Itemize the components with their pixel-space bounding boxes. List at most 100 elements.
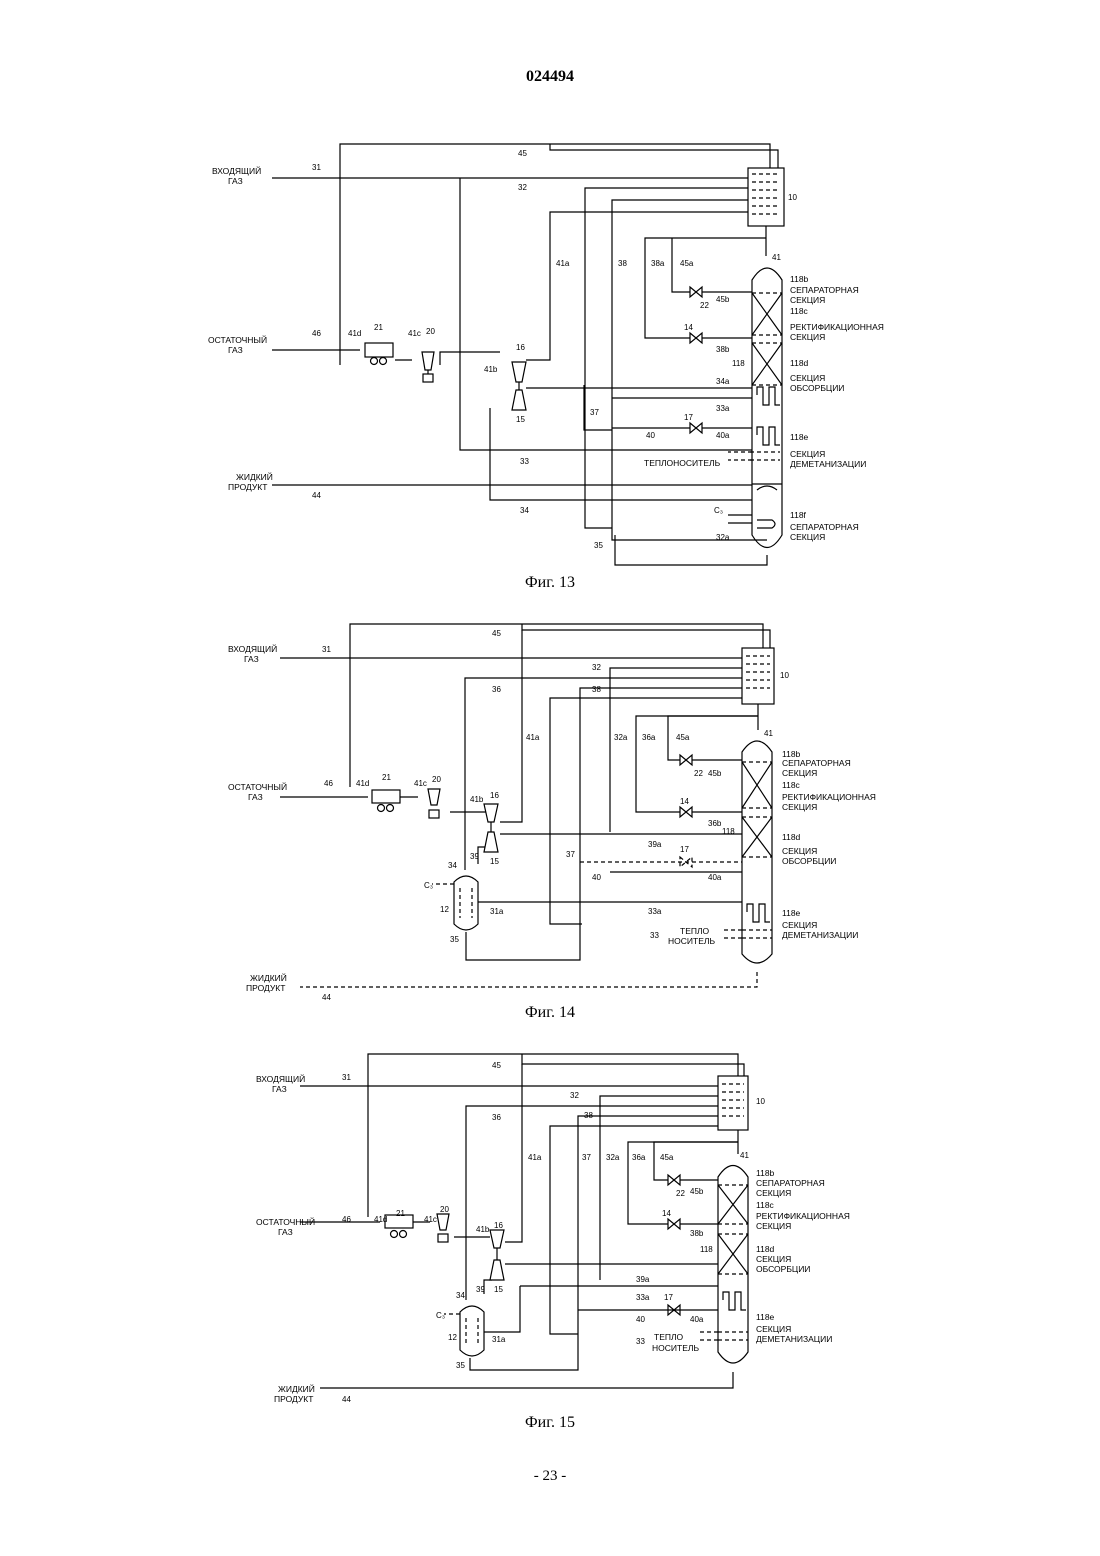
svg-text:46: 46	[342, 1215, 351, 1224]
svg-text:21: 21	[382, 773, 391, 782]
svg-text:33a: 33a	[636, 1293, 650, 1302]
svg-text:40: 40	[646, 431, 655, 440]
svg-text:40: 40	[636, 1315, 645, 1324]
svg-text:45a: 45a	[680, 259, 694, 268]
svg-text:СЕКЦИЯ: СЕКЦИЯ	[782, 802, 817, 812]
svg-text:СЕКЦИЯ: СЕКЦИЯ	[790, 532, 825, 542]
svg-text:17: 17	[684, 413, 693, 422]
svg-text:ВХОДЯЩИЙ: ВХОДЯЩИЙ	[256, 1073, 305, 1084]
svg-text:14: 14	[662, 1209, 671, 1218]
svg-text:ЖИДКИЙ: ЖИДКИЙ	[236, 471, 273, 482]
svg-text:34: 34	[456, 1291, 465, 1300]
svg-text:32a: 32a	[716, 533, 730, 542]
svg-text:15: 15	[516, 415, 525, 424]
figure-13-diagram: ВХОДЯЩИЙ ГАЗ ОСТАТОЧНЫЙ ГАЗ ЖИДКИЙ ПРОДУ…	[0, 130, 1100, 575]
svg-text:СЕКЦИЯ: СЕКЦИЯ	[790, 449, 825, 459]
svg-text:ТЕПЛО: ТЕПЛО	[680, 926, 710, 936]
svg-text:ГАЗ: ГАЗ	[278, 1227, 293, 1237]
svg-text:C₃: C₃	[714, 506, 723, 515]
svg-text:44: 44	[312, 491, 321, 500]
svg-text:ГАЗ: ГАЗ	[244, 654, 259, 664]
svg-text:СЕКЦИЯ: СЕКЦИЯ	[782, 920, 817, 930]
svg-text:40: 40	[592, 873, 601, 882]
svg-text:14: 14	[680, 797, 689, 806]
svg-text:32: 32	[592, 663, 601, 672]
document-number: 024494	[0, 68, 1100, 86]
svg-text:31a: 31a	[490, 907, 504, 916]
svg-text:ВХОДЯЩИЙ: ВХОДЯЩИЙ	[212, 165, 261, 176]
svg-text:41a: 41a	[556, 259, 570, 268]
svg-text:40a: 40a	[690, 1315, 704, 1324]
figure-15-caption: Фиг. 15	[0, 1414, 1100, 1432]
svg-text:46: 46	[324, 779, 333, 788]
heat-exchanger-10	[718, 1076, 748, 1130]
svg-text:ВХОДЯЩИЙ: ВХОДЯЩИЙ	[228, 643, 277, 654]
svg-text:32: 32	[518, 183, 527, 192]
svg-text:118e: 118e	[756, 1312, 775, 1322]
svg-text:15: 15	[494, 1285, 503, 1294]
svg-text:16: 16	[490, 791, 499, 800]
svg-text:45b: 45b	[716, 295, 730, 304]
figure-15-diagram: ВХОДЯЩИЙ ГАЗ ОСТАТОЧНЫЙ ГАЗ ЖИДКИЙ ПРОДУ…	[0, 1042, 1100, 1412]
svg-text:41d: 41d	[356, 779, 369, 788]
svg-text:ОБСОРБЦИИ: ОБСОРБЦИИ	[782, 856, 836, 866]
svg-text:СЕКЦИЯ: СЕКЦИЯ	[756, 1324, 791, 1334]
svg-text:118e: 118e	[782, 908, 801, 918]
svg-text:118d: 118d	[782, 832, 801, 842]
svg-text:СЕКЦИЯ: СЕКЦИЯ	[790, 373, 825, 383]
svg-text:41b: 41b	[470, 795, 484, 804]
svg-text:ГАЗ: ГАЗ	[272, 1084, 287, 1094]
svg-text:31a: 31a	[492, 1335, 506, 1344]
svg-text:НОСИТЕЛЬ: НОСИТЕЛЬ	[652, 1343, 699, 1353]
svg-text:12: 12	[440, 905, 449, 914]
column-118	[718, 1166, 748, 1364]
svg-text:45a: 45a	[660, 1153, 674, 1162]
svg-text:35: 35	[450, 935, 459, 944]
svg-text:ГАЗ: ГАЗ	[248, 792, 263, 802]
svg-text:12: 12	[448, 1333, 457, 1342]
svg-text:34: 34	[448, 861, 457, 870]
svg-text:41a: 41a	[528, 1153, 542, 1162]
svg-text:16: 16	[494, 1221, 503, 1230]
svg-text:41c: 41c	[408, 329, 421, 338]
svg-text:41a: 41a	[526, 733, 540, 742]
svg-text:ГАЗ: ГАЗ	[228, 176, 243, 186]
svg-text:34: 34	[520, 506, 529, 515]
page-number: - 23 -	[0, 1468, 1100, 1485]
svg-text:41b: 41b	[476, 1225, 490, 1234]
svg-text:СЕКЦИЯ: СЕКЦИЯ	[782, 768, 817, 778]
svg-text:C₃: C₃	[424, 881, 433, 890]
svg-text:ТЕПЛОНОСИТЕЛЬ: ТЕПЛОНОСИТЕЛЬ	[644, 458, 721, 468]
svg-text:СЕКЦИЯ: СЕКЦИЯ	[756, 1221, 791, 1231]
svg-text:32a: 32a	[606, 1153, 620, 1162]
svg-text:41: 41	[740, 1151, 749, 1160]
svg-text:16: 16	[516, 343, 525, 352]
separator-12	[460, 1306, 484, 1356]
svg-text:35: 35	[594, 541, 603, 550]
svg-text:118d: 118d	[756, 1244, 775, 1254]
svg-text:38b: 38b	[690, 1229, 704, 1238]
heat-exchanger-10	[742, 648, 774, 704]
svg-text:СЕПАРАТОРНАЯ: СЕПАРАТОРНАЯ	[790, 285, 859, 295]
svg-text:21: 21	[396, 1209, 405, 1218]
svg-text:45b: 45b	[708, 769, 722, 778]
svg-text:39: 39	[470, 852, 479, 861]
svg-text:36b: 36b	[708, 819, 722, 828]
svg-text:41d: 41d	[348, 329, 361, 338]
svg-text:31: 31	[312, 163, 321, 172]
svg-text:36: 36	[492, 1113, 501, 1122]
expander-compressor-15-16	[385, 1214, 504, 1280]
svg-text:ПРОДУКТ: ПРОДУКТ	[274, 1394, 313, 1404]
svg-text:ОСТАТОЧНЫЙ: ОСТАТОЧНЫЙ	[256, 1216, 315, 1227]
svg-text:ПРОДУКТ: ПРОДУКТ	[228, 482, 267, 492]
svg-text:СЕКЦИЯ: СЕКЦИЯ	[756, 1254, 791, 1264]
column-118	[742, 741, 772, 963]
svg-text:33a: 33a	[648, 907, 662, 916]
svg-text:118b: 118b	[790, 274, 809, 284]
svg-text:35: 35	[456, 1361, 465, 1370]
svg-text:37: 37	[566, 850, 575, 859]
svg-text:РЕКТИФИКАЦИОННАЯ: РЕКТИФИКАЦИОННАЯ	[790, 322, 884, 332]
svg-text:33a: 33a	[716, 404, 730, 413]
svg-text:СЕКЦИЯ: СЕКЦИЯ	[790, 332, 825, 342]
svg-text:118: 118	[722, 827, 735, 836]
